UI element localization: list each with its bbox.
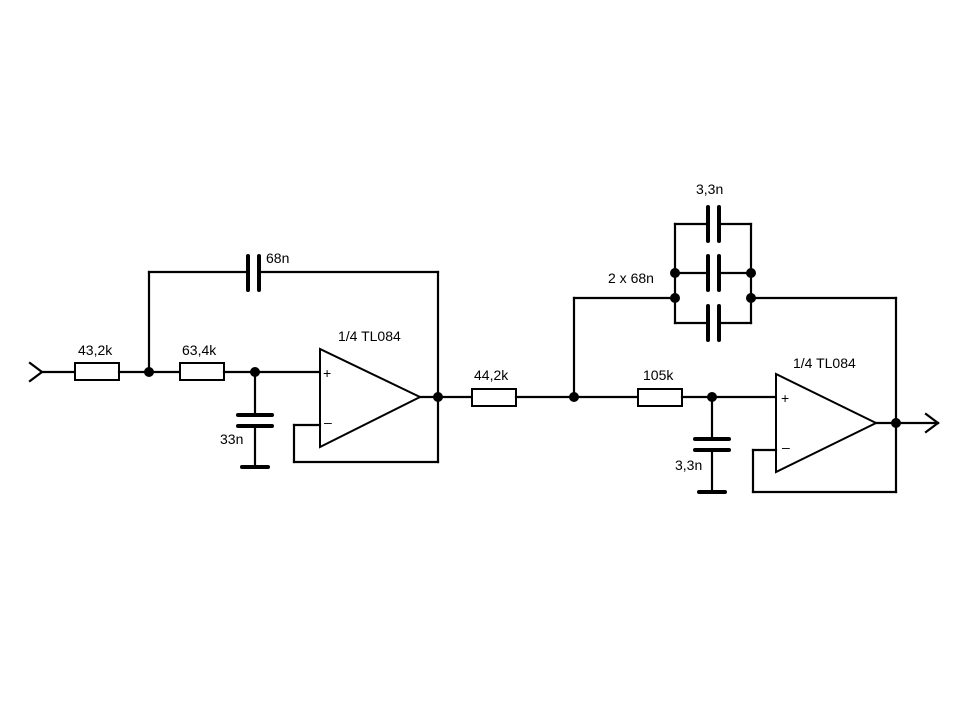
capacitor-c2-label: 33n bbox=[220, 431, 243, 447]
junction-bank-l1 bbox=[670, 268, 680, 278]
junction-node2 bbox=[569, 392, 579, 402]
opamp-1 bbox=[319, 347, 423, 449]
resistor-r2-label: 63,4k bbox=[182, 342, 217, 358]
output-arrow bbox=[924, 412, 940, 434]
capacitor-c6-label: 3,3n bbox=[675, 457, 702, 473]
opamp-2-plus: + bbox=[781, 390, 789, 406]
opamp-1-plus: + bbox=[323, 365, 331, 381]
opamp-2-label: 1/4 TL084 bbox=[793, 355, 856, 371]
opamp-1-label: 1/4 TL084 bbox=[338, 328, 401, 344]
opamp-2 bbox=[775, 372, 879, 474]
resistor-r1 bbox=[74, 362, 120, 381]
junction-out2 bbox=[891, 418, 901, 428]
junction-out1 bbox=[433, 392, 443, 402]
resistor-r1-label: 43,2k bbox=[78, 342, 113, 358]
input-terminal bbox=[28, 361, 44, 383]
junction-bank-r2 bbox=[746, 293, 756, 303]
junction-node1 bbox=[144, 367, 154, 377]
capacitor-c3-label: 3,3n bbox=[696, 181, 723, 197]
junction-bank-l2 bbox=[670, 293, 680, 303]
resistor-r4-label: 105k bbox=[643, 367, 674, 383]
junction-plus2 bbox=[707, 392, 717, 402]
resistor-r3 bbox=[471, 388, 517, 407]
opamp-2-minus: – bbox=[782, 439, 790, 455]
opamp-1-minus: – bbox=[324, 414, 332, 430]
capacitor-c1-label: 68n bbox=[266, 250, 289, 266]
junction-bank-r1 bbox=[746, 268, 756, 278]
resistor-r4 bbox=[637, 388, 683, 407]
stage-1: 43,2k 63,4k 68n 33n 1/4 TL084 + – bbox=[28, 250, 474, 469]
stage-2: 44,2k 105k 3,3n 2 x 68n bbox=[471, 181, 940, 494]
junction-plus1 bbox=[250, 367, 260, 377]
capacitor-pair-label: 2 x 68n bbox=[608, 270, 654, 286]
resistor-r3-label: 44,2k bbox=[474, 367, 509, 383]
resistor-r2 bbox=[179, 362, 225, 381]
